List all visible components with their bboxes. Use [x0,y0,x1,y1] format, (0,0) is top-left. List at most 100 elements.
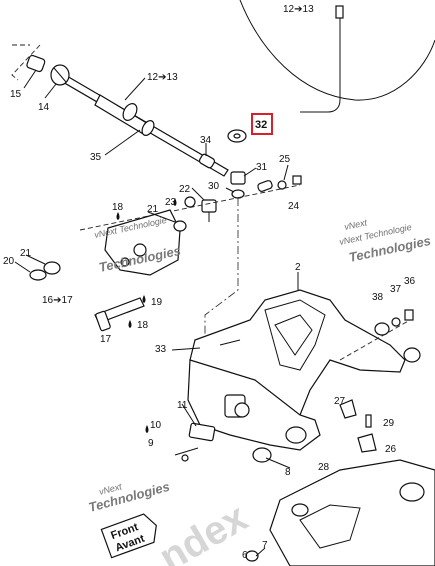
label-2: 2 [295,262,301,273]
nut-31 [230,171,246,185]
leader-12-13 [124,77,146,101]
label-38: 38 [372,292,384,303]
label-32: 32 [255,119,267,131]
label-6: 6 [242,550,248,561]
label-10: 10 [150,420,162,431]
axis-line-2 [79,184,301,231]
housing-port [133,243,147,257]
gear-14-tooth [53,67,67,83]
nut-25 [292,175,302,185]
washer-32-hole [233,133,241,139]
plug-21a [173,220,187,232]
oil-drop-icon-18 [116,212,120,220]
label-19: 19 [151,297,163,308]
watermark-top-1: vNext [343,217,368,232]
ghost-watermark: ndex [152,495,255,566]
label-31: 31 [256,162,268,173]
detail-circle-outline [239,0,435,101]
leader-7 [255,547,266,557]
leader-8 [265,457,291,469]
direction-tag-arrow [100,513,157,559]
lower-arm-window [299,504,361,549]
leader-20 [14,261,31,273]
label-12-13-top: 12➔13 [283,4,314,15]
pivot-bushing [285,426,307,444]
spacer-38 [374,322,390,336]
watermark-bottom-2: Technologies [87,479,171,515]
label-17: 17 [100,334,112,345]
label-23: 23 [165,197,177,208]
label-22: 22 [179,184,191,195]
assembly-axis [204,198,239,340]
shaft-collar-2 [141,120,155,136]
clip-26 [357,433,377,453]
piston-17-head [95,310,111,332]
label-9: 9 [148,438,154,449]
leader-11 [181,403,197,427]
leader-21a [147,211,176,223]
leader-14 [44,83,57,99]
oil-drop-icon-23 [173,198,177,206]
label-25: 25 [279,154,291,165]
plug-21b [43,261,61,275]
frame-lower-block [187,359,321,451]
label-8: 8 [285,467,291,478]
leader-35 [104,129,141,156]
label-34: 34 [200,135,212,146]
label-15: 15 [10,89,22,100]
leader-22 [191,187,205,201]
label-18b: 18 [137,320,149,331]
label-28: 28 [318,462,330,473]
label-21b: 21 [20,248,32,259]
leader-30 [225,187,235,193]
label-27: 27 [334,396,346,407]
label-33: 33 [155,344,167,355]
pivot-boss [234,402,250,418]
oil-drop-icon-10 [145,425,149,433]
lower-arm [269,459,435,566]
label-26: 26 [385,444,397,455]
frame-2-window [264,299,326,371]
label-14: 14 [38,102,50,113]
housing-port-2 [120,257,130,267]
label-21a: 21 [147,204,159,215]
leader-21b [25,254,46,265]
label-7: 7 [262,540,268,551]
spacer-right [403,347,421,363]
spacer-24 [257,180,273,192]
label-16-17: 16➔17 [42,295,73,306]
washer-37 [391,317,401,327]
plug-20 [29,269,47,281]
cap-15 [26,54,46,73]
leader-15 [23,69,37,89]
label-30: 30 [208,181,220,192]
leader-25 [283,164,289,181]
shaft-collar [122,103,138,121]
pin-29 [365,414,372,428]
plug-23 [184,196,196,208]
label-12-13: 12➔13 [147,72,178,83]
label-11: 11 [177,400,188,411]
lower-arm-eye [291,503,309,517]
callout-32-highlight [251,113,273,135]
label-24: 24 [288,201,300,212]
contour-line [11,44,41,81]
clip-27 [339,399,357,419]
oil-drop-icon-19 [142,295,146,303]
bushing-34 [198,153,216,169]
small-bolt-top [335,5,344,19]
bolt-9 [174,447,199,456]
lower-arm-boss [399,482,425,502]
direction-tag: Front Avant [100,513,157,559]
bolt-33 [171,347,201,351]
nut-30 [231,189,245,199]
leader-31 [243,167,257,177]
fitting-22 [201,199,217,213]
bolt-36 [404,309,414,321]
label-29: 29 [383,418,395,429]
label-37: 37 [390,284,402,295]
label-35: 35 [90,152,102,163]
part-6 [245,550,259,562]
frame-rib [219,339,241,346]
